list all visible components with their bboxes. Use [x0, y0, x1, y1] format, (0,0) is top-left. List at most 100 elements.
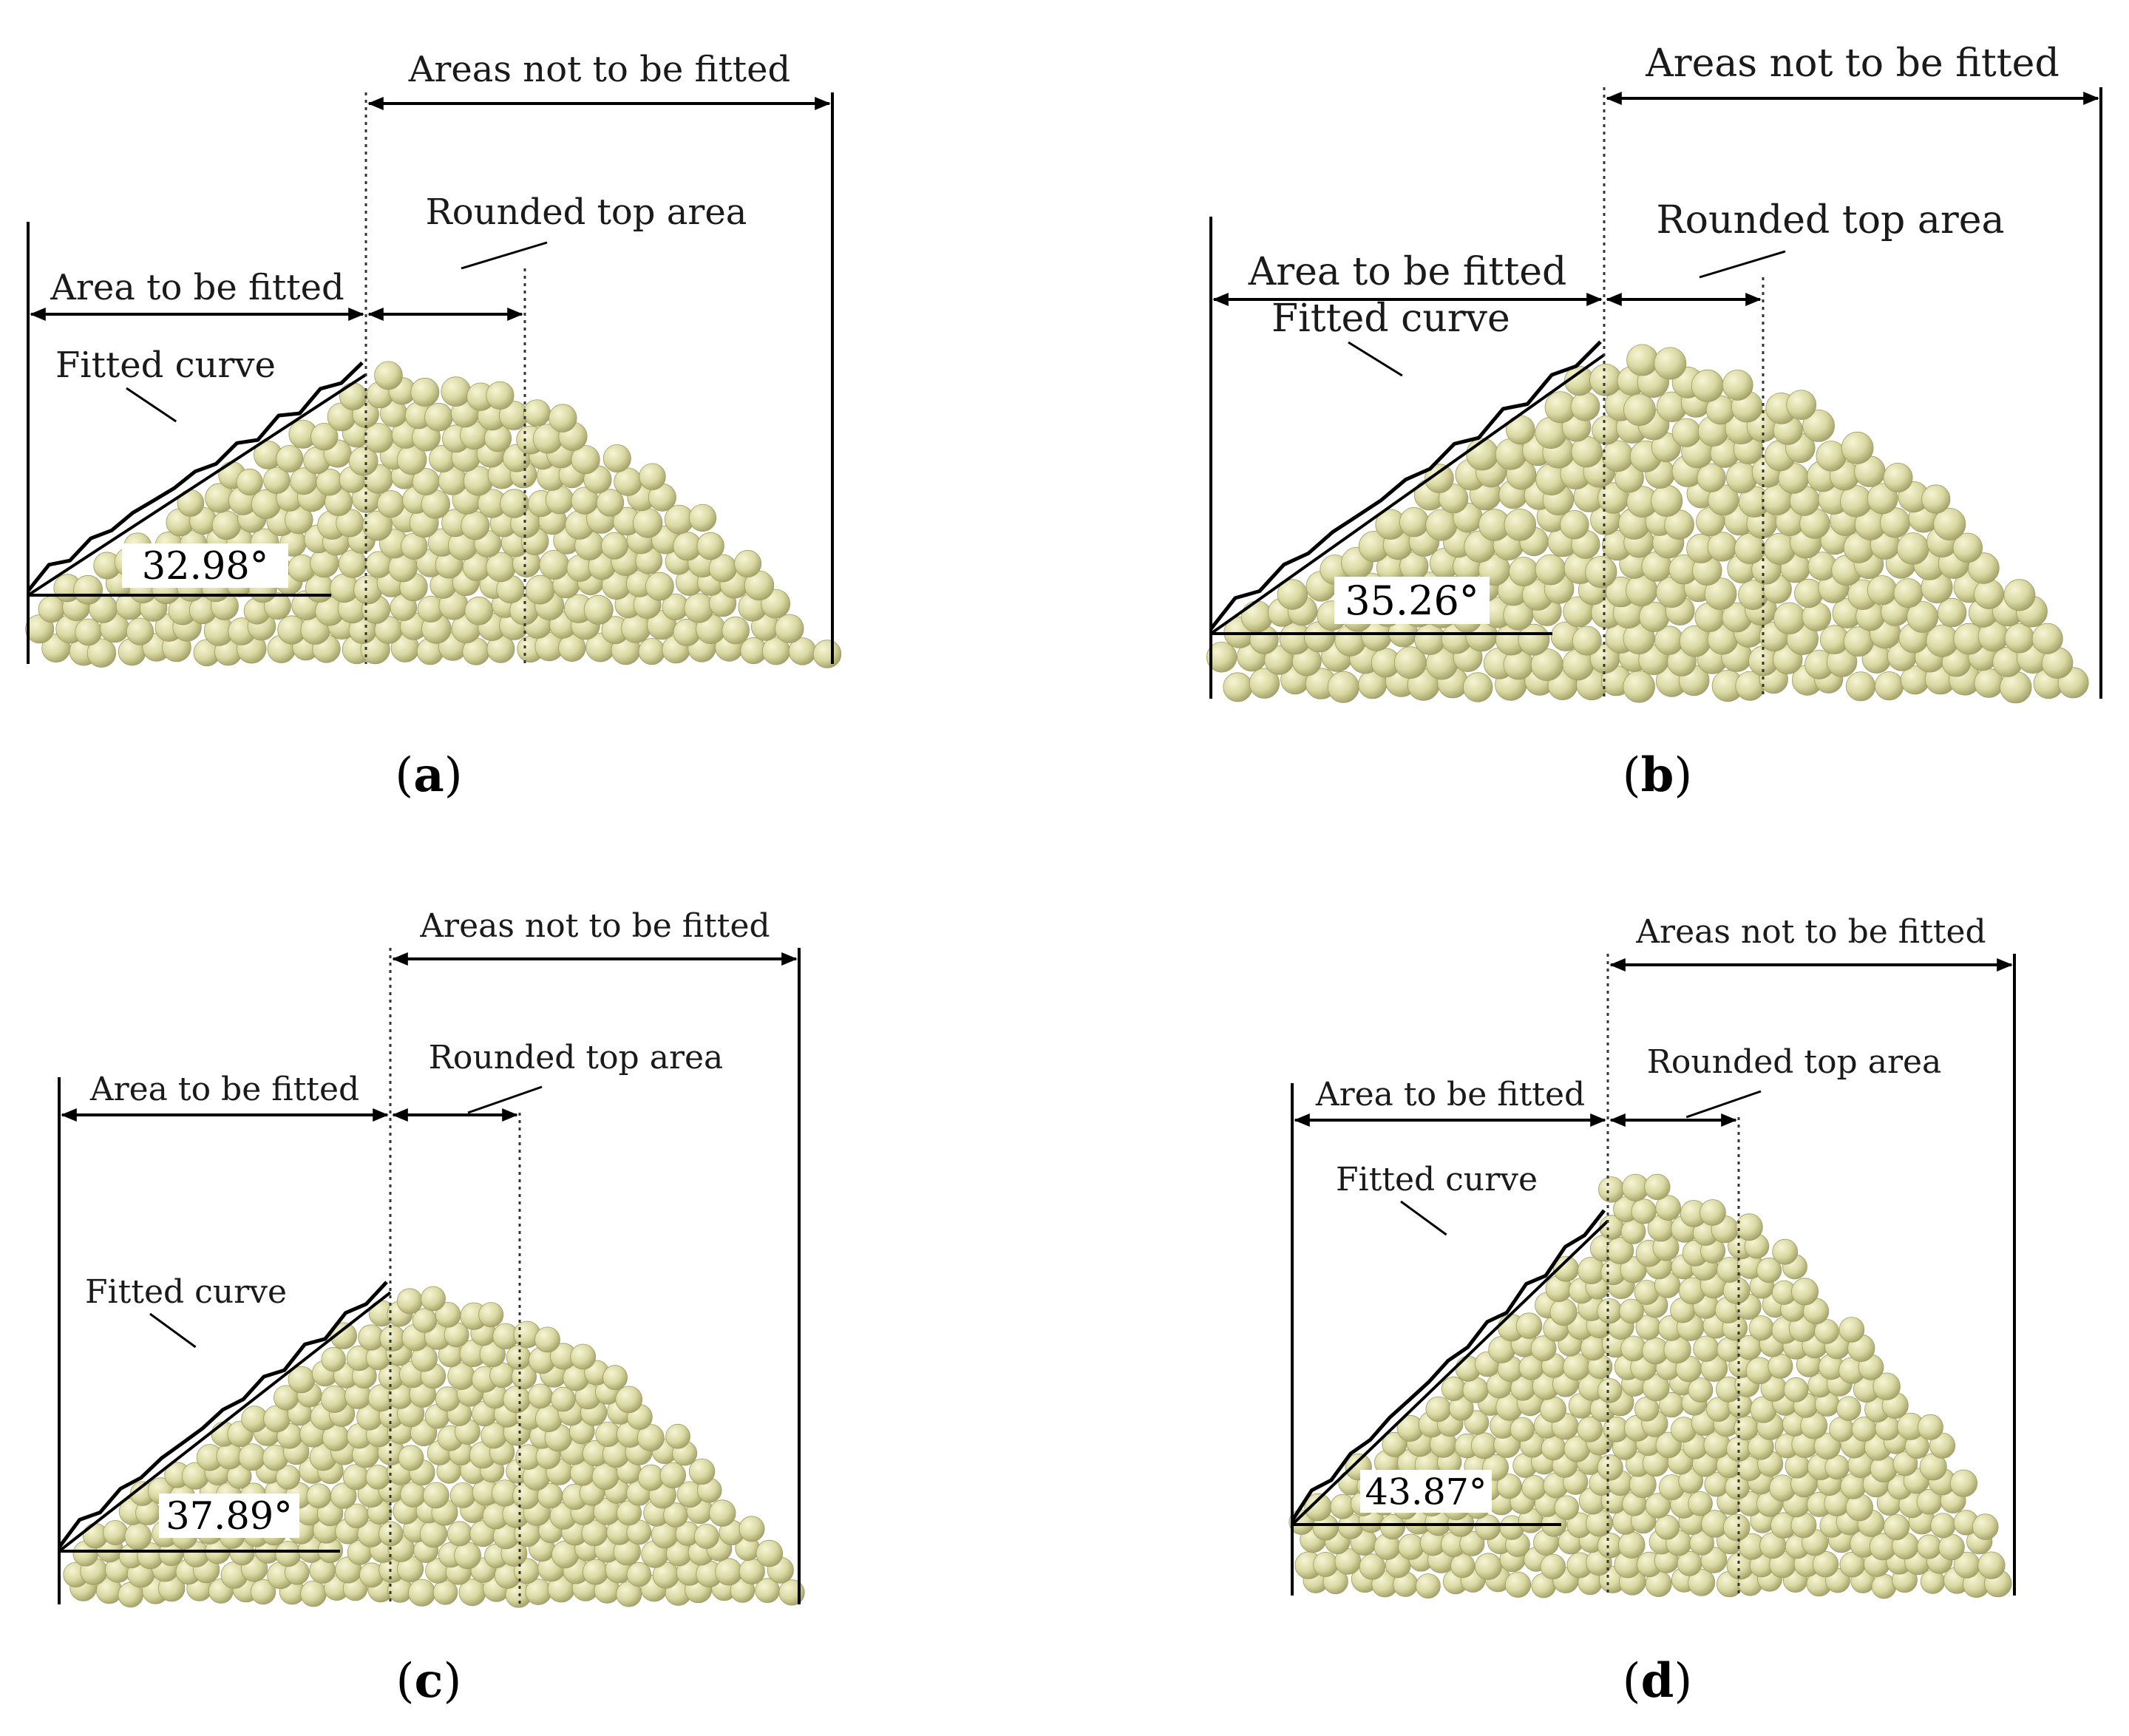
particle	[1425, 464, 1454, 493]
particle	[1977, 1551, 2006, 1579]
particle	[1475, 1553, 1502, 1581]
particle	[435, 1386, 461, 1411]
particle	[1883, 463, 1913, 493]
particle	[688, 1458, 716, 1485]
particle	[755, 1539, 784, 1567]
particle	[377, 489, 405, 518]
particle	[75, 618, 102, 646]
particle	[583, 1559, 609, 1585]
angle-of-repose-label: 35.26°	[1345, 577, 1479, 624]
particle	[1688, 1568, 1716, 1596]
particle	[636, 1424, 665, 1451]
pile-surface-outline	[57, 1281, 388, 1549]
particle	[1693, 1335, 1719, 1362]
fitted-curve-leader	[149, 1312, 197, 1349]
particle	[321, 1346, 346, 1372]
particle	[2031, 623, 2063, 654]
particle	[1379, 1513, 1406, 1540]
particle	[1521, 1475, 1547, 1500]
particle	[1462, 672, 1493, 702]
particle	[276, 1465, 301, 1490]
particle	[1642, 1374, 1670, 1402]
particle	[1841, 431, 1874, 464]
rounded-top-label: Rounded top area	[1647, 1043, 1942, 1081]
particle	[1509, 557, 1539, 587]
particle	[539, 549, 569, 580]
particle	[684, 593, 714, 623]
particle	[596, 489, 625, 517]
angle-of-repose-label: 32.98°	[142, 545, 269, 589]
particle	[211, 510, 242, 540]
particle	[693, 1523, 719, 1549]
particle	[734, 549, 762, 577]
particle	[1814, 1319, 1839, 1344]
particle	[1425, 509, 1458, 541]
particle	[1917, 1414, 1943, 1440]
particle	[1786, 390, 1817, 420]
particle	[1626, 344, 1659, 376]
particle	[446, 1521, 472, 1547]
particle	[1619, 1298, 1644, 1324]
rounded-top-label: Rounded top area	[1657, 198, 2005, 243]
particle	[126, 617, 154, 645]
area-fitted-label: Area to be fitted	[50, 267, 344, 308]
fitted-curve-line	[58, 1291, 392, 1553]
particle	[1644, 1173, 1671, 1201]
angle-label-box	[159, 1493, 299, 1538]
particle	[528, 1383, 553, 1409]
particle	[775, 614, 804, 643]
particle	[715, 1558, 743, 1586]
particle	[626, 1562, 652, 1587]
particle	[236, 468, 263, 496]
particle	[1504, 1571, 1532, 1598]
particle	[1327, 671, 1359, 703]
particle	[1756, 1257, 1782, 1284]
particle	[1768, 1353, 1793, 1379]
particle	[1938, 1533, 1965, 1561]
particle	[1867, 575, 1898, 606]
particle	[342, 1464, 370, 1491]
particle	[410, 377, 440, 407]
particle	[1783, 1377, 1809, 1403]
particle	[1540, 1396, 1566, 1423]
particle	[1875, 671, 1904, 701]
particle	[1671, 418, 1701, 447]
particle	[1535, 554, 1566, 586]
particle-pile	[63, 1286, 805, 1608]
particle	[330, 1322, 357, 1349]
particle	[1930, 1513, 1956, 1539]
particle	[1812, 1550, 1839, 1578]
fitted-curve-line	[1291, 1219, 1609, 1526]
particle	[1968, 552, 2000, 584]
areas-not-fitted-label: Areas not to be fitted	[408, 49, 790, 90]
particle	[1510, 1417, 1535, 1442]
particle	[1530, 1335, 1557, 1362]
particle	[339, 382, 367, 410]
particle	[1597, 1298, 1623, 1324]
particle	[2004, 623, 2035, 654]
particle	[275, 1541, 302, 1567]
particle	[1802, 410, 1836, 442]
particle	[812, 640, 842, 668]
particle	[778, 1579, 805, 1606]
particle	[738, 1516, 765, 1542]
particle	[1748, 1315, 1774, 1341]
particle	[1933, 508, 1966, 541]
particle	[1464, 1410, 1490, 1435]
particle	[1602, 440, 1634, 472]
area-fitted-label: Area to be fitted	[1315, 1076, 1585, 1113]
particle	[1722, 1513, 1751, 1542]
particle	[1707, 532, 1737, 562]
rounded-top-leader	[1699, 250, 1786, 279]
particle	[639, 463, 666, 490]
particle	[1540, 1553, 1566, 1580]
particle	[1515, 1312, 1543, 1339]
particle	[424, 402, 453, 432]
particle	[1691, 369, 1724, 402]
particle	[1470, 1432, 1498, 1459]
particle	[1697, 463, 1726, 492]
